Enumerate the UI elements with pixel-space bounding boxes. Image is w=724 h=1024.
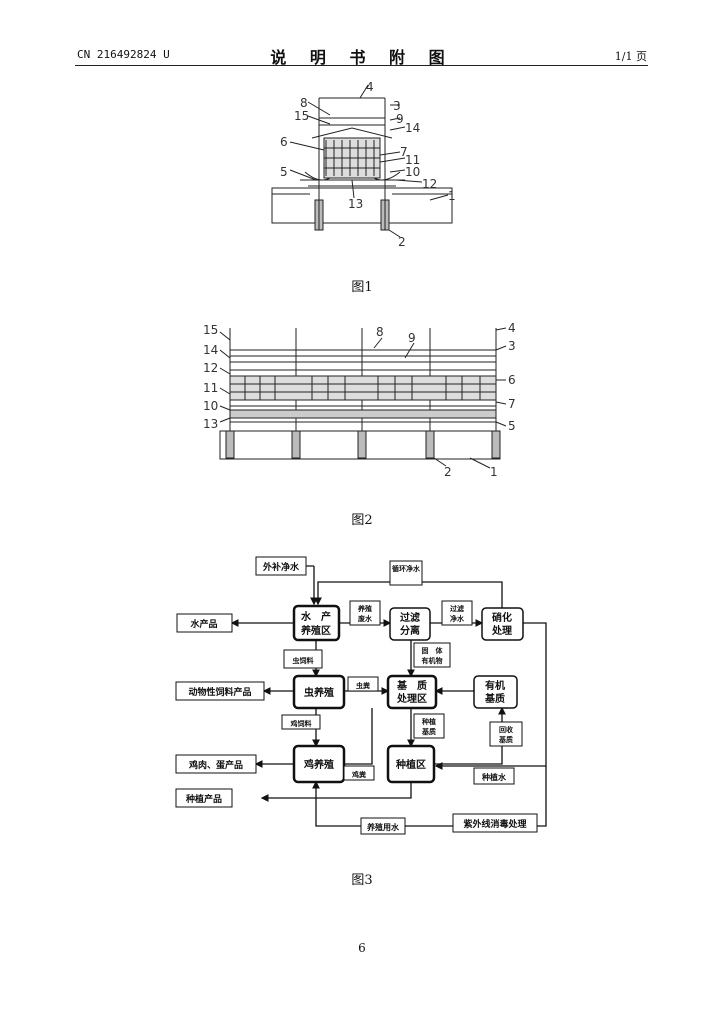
fc-circulating-water-1: 循环净水 [392, 564, 421, 573]
fc-aquatic-zone-1: 水 产 [300, 610, 331, 623]
fc-planting-water: 种植水 [481, 772, 507, 782]
fc-substrate-1: 基 质 [396, 679, 427, 692]
fc-solid-organic-1: 固 体 [422, 646, 444, 655]
fc-breeding-wastewater-2: 废水 [358, 614, 373, 623]
fc-external-water: 外补净水 [262, 561, 300, 573]
page-number: 6 [0, 941, 724, 955]
fc-aquatic-zone-2: 养殖区 [300, 624, 331, 637]
fc-breeding-wastewater-1: 养殖 [357, 604, 372, 613]
fc-organic-2: 基质 [484, 692, 505, 705]
fc-organic-1: 有机 [485, 679, 505, 692]
fc-nitrify-1: 硝化 [492, 611, 512, 624]
fc-filtered-water-1: 过滤 [450, 604, 464, 613]
fc-filtered-water-2: 净水 [450, 614, 465, 623]
fc-uv-disinfect: 紫外线消毒处理 [463, 818, 526, 830]
fc-planting-products: 种植产品 [185, 793, 222, 805]
fc-chicken-manure: 鸡粪 [351, 770, 366, 779]
fc-filter-sep-1: 过滤 [400, 611, 420, 624]
fc-recycled-2: 基质 [498, 735, 513, 744]
fc-recycled-1: 回收 [499, 725, 514, 734]
fc-aquatic-products: 水产品 [190, 618, 217, 630]
fc-planting-substrate-2: 基质 [421, 727, 436, 736]
fc-planting-substrate-1: 种植 [421, 717, 436, 726]
fc-chicken-farm: 鸡养殖 [303, 758, 334, 771]
fc-nitrify-2: 处理 [491, 624, 512, 637]
fc-filter-sep-2: 分离 [400, 624, 420, 637]
fc-insect-feed: 虫饲料 [293, 656, 314, 665]
fc-planting-zone: 种植区 [395, 758, 426, 771]
fc-substrate-2: 处理区 [396, 692, 427, 705]
fc-insect-dung: 虫粪 [356, 681, 370, 690]
fc-insect-farm: 虫养殖 [304, 686, 334, 699]
fc-breeding-water: 养殖用水 [366, 822, 400, 832]
fc-solid-organic-2: 有机物 [422, 656, 443, 665]
fc-meat-egg-products: 鸡肉、蛋产品 [188, 759, 243, 771]
fc-animal-feed-products: 动物性饲料产品 [188, 686, 251, 698]
figure-3-caption: 图3 [0, 869, 724, 888]
fc-chicken-feed: 鸡饲料 [290, 719, 312, 728]
